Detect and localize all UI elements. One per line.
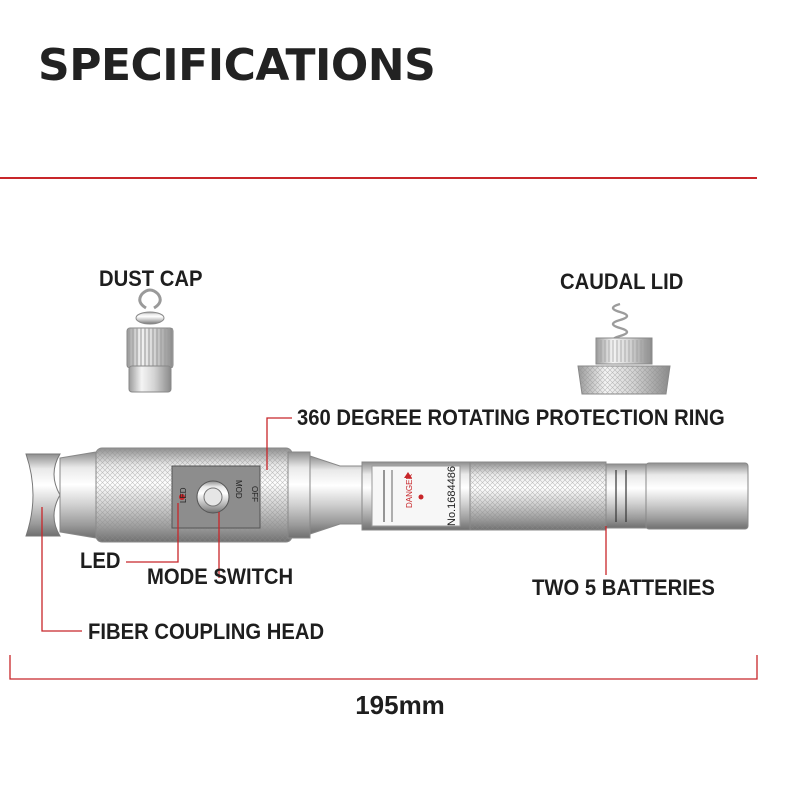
switch-off-marking: OFF bbox=[250, 486, 259, 502]
danger-marking: DANGER bbox=[405, 474, 414, 508]
led-label: LED bbox=[80, 548, 121, 573]
callout-lines bbox=[9, 417, 758, 680]
led-leader-line bbox=[126, 503, 179, 563]
caudal-lid-label: CAUDAL LID bbox=[560, 269, 684, 294]
length-dimension: 195mm bbox=[355, 690, 445, 720]
ring-leader-line bbox=[266, 417, 292, 470]
dust-cap bbox=[126, 288, 174, 393]
title-divider bbox=[0, 177, 757, 179]
fiber-coupling-head-label: FIBER COUPLING HEAD bbox=[88, 619, 325, 644]
laser-pen: LED OFF MOD DANGER No.1684486 bbox=[25, 447, 749, 543]
caudal-lid bbox=[577, 302, 671, 395]
two-batteries-label: TWO 5 BATTERIES bbox=[532, 575, 715, 600]
dimension-line bbox=[9, 655, 758, 680]
fiber-head-leader-line bbox=[41, 507, 82, 632]
switch-led-marking: LED bbox=[179, 487, 188, 503]
page-title: SPECIFICATIONS bbox=[38, 40, 436, 91]
switch-mod-marking: MOD bbox=[234, 480, 243, 499]
dust-cap-label: DUST CAP bbox=[99, 266, 203, 291]
rotating-ring-label: 360 DEGREE ROTATING PROTECTION RING bbox=[297, 405, 725, 430]
mode-switch-label: MODE SWITCH bbox=[147, 564, 294, 589]
serial-marking: No.1684486 bbox=[446, 466, 458, 526]
